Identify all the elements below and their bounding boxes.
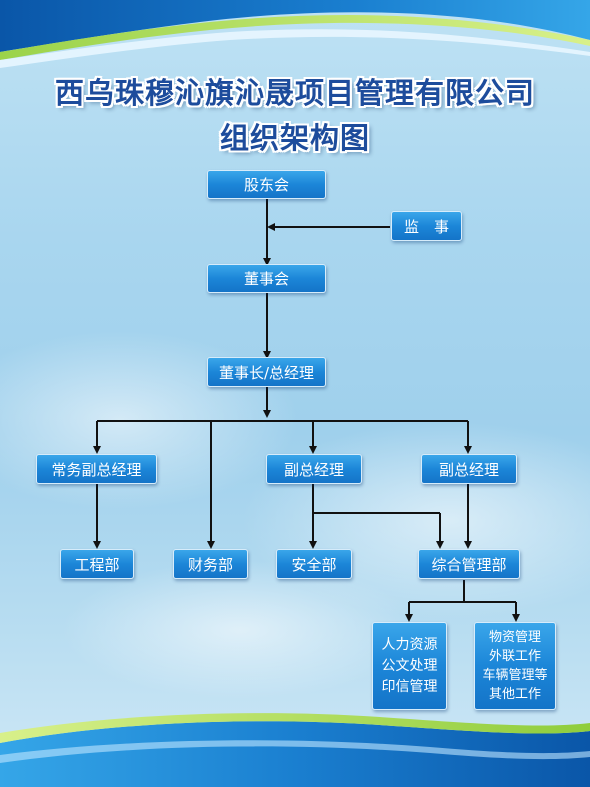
node-finance-dept: 财务部 — [173, 549, 248, 579]
node-vice-gm-a: 副总经理 — [266, 454, 362, 484]
duty-item: 公文处理 — [381, 657, 438, 674]
duty-item: 物资管理 — [488, 630, 541, 645]
node-admin-duties-left: 人力资源 公文处理 印信管理 — [372, 622, 447, 710]
node-safety-dept: 安全部 — [276, 549, 352, 579]
node-engineering-dept: 工程部 — [60, 549, 134, 579]
node-vice-gm-b: 副总经理 — [421, 454, 517, 484]
duty-item: 其他工作 — [488, 687, 541, 702]
duty-item: 印信管理 — [381, 678, 438, 695]
cloud-decoration — [60, 560, 420, 700]
duty-item: 车辆管理等 — [482, 668, 548, 683]
node-supervisor: 监 事 — [391, 211, 462, 241]
duty-item: 人力资源 — [381, 636, 438, 653]
company-title: 西乌珠穆沁旗沁晟项目管理有限公司 — [54, 76, 535, 110]
node-chairman-gm: 董事长/总经理 — [207, 357, 326, 387]
node-board-of-directors: 董事会 — [207, 264, 326, 293]
duty-item: 外联工作 — [488, 649, 541, 664]
node-shareholders-meeting: 股东会 — [207, 170, 326, 199]
node-admin-duties-right: 物资管理 外联工作 车辆管理等 其他工作 — [474, 622, 556, 710]
bottom-wave-decoration — [0, 713, 590, 787]
top-wave-decoration — [0, 0, 590, 68]
node-general-admin-dept: 综合管理部 — [418, 549, 520, 579]
chart-subtitle: 组织架构图 — [219, 121, 370, 155]
node-executive-vp: 常务副总经理 — [36, 454, 157, 484]
